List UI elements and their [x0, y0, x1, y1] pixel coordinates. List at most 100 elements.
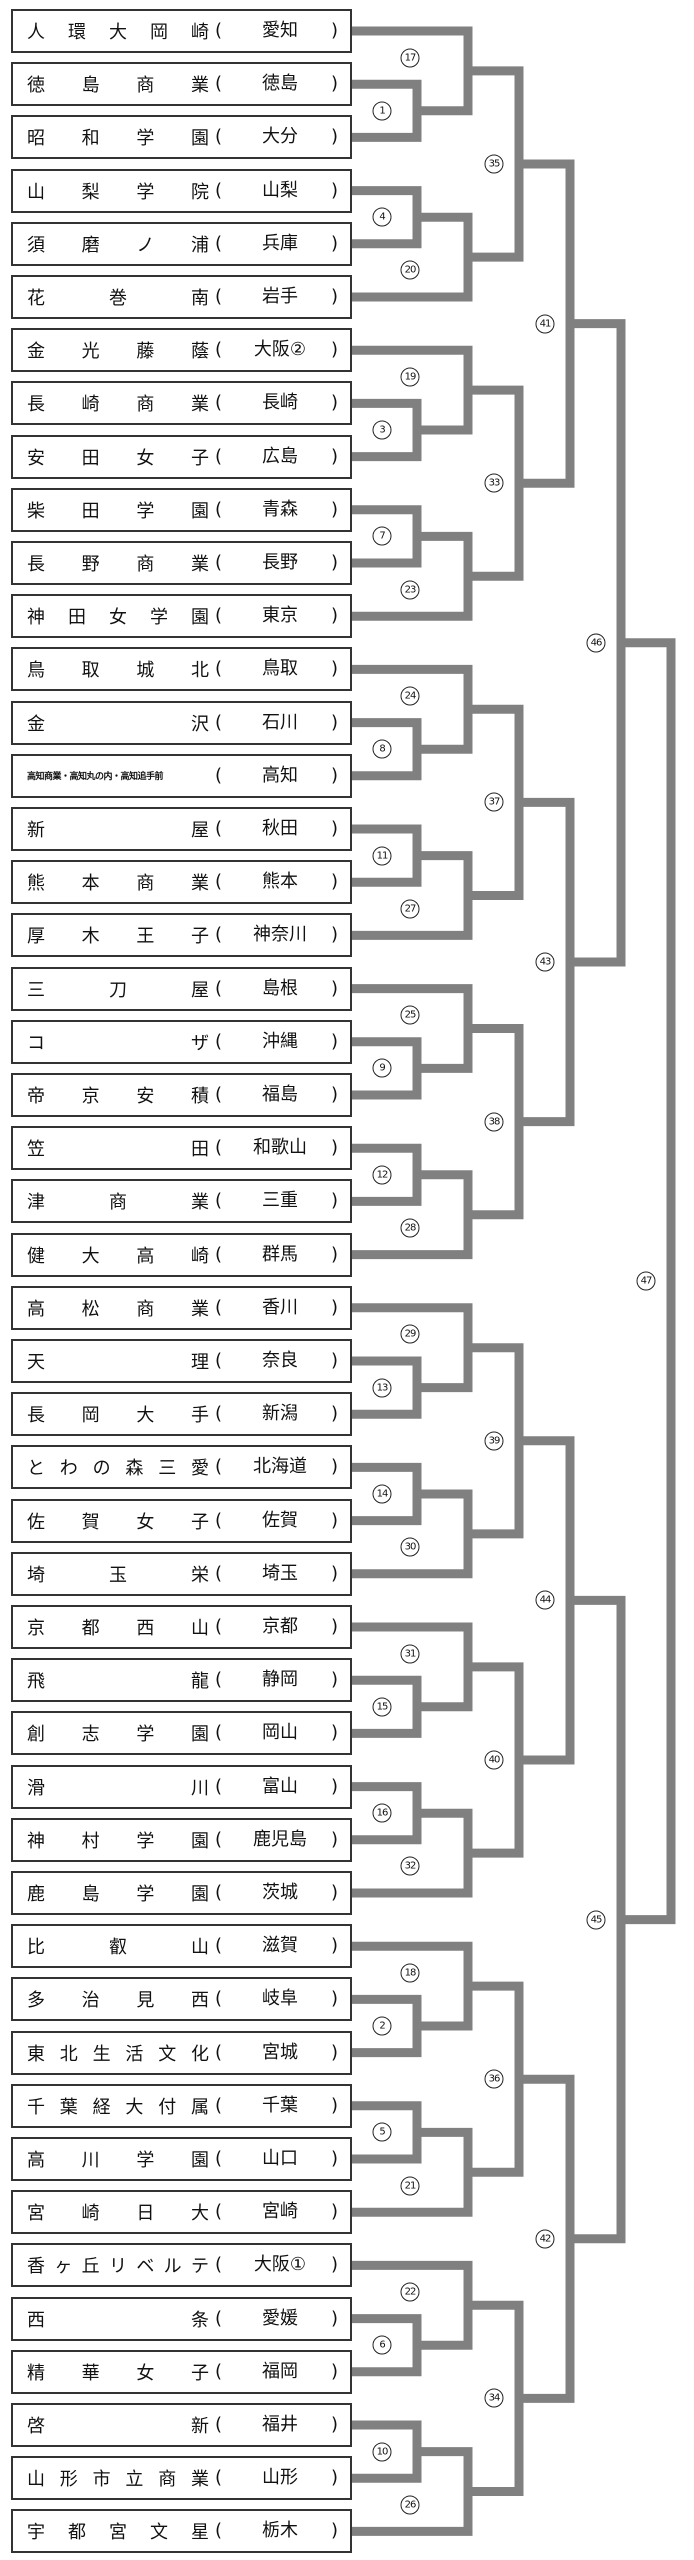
team-entry: 花巻南(岩手) [11, 275, 352, 319]
open-paren: ( [215, 1616, 223, 1637]
team-prefecture: 青森 [262, 498, 298, 520]
bracket-line-round2 [352, 2447, 473, 2536]
match-number-label: 29 [400, 1324, 420, 1344]
match-number-label: 39 [484, 1431, 504, 1451]
team-prefecture: 広島 [262, 445, 298, 467]
team-name: 長岡大手 [27, 1405, 209, 1427]
team-name: とわの森三愛 [27, 1458, 209, 1480]
bracket-line-round2 [352, 851, 473, 940]
team-prefecture: 埼玉 [262, 1562, 298, 1584]
team-name: 京都西山 [27, 1618, 209, 1639]
close-paren: ) [331, 392, 339, 414]
open-paren: ( [215, 498, 223, 520]
close-paren: ) [331, 977, 339, 999]
close-paren: ) [331, 2307, 339, 2329]
team-prefecture: 福岡 [262, 2360, 298, 2382]
close-paren: ) [331, 1722, 339, 1744]
match-number-label: 16 [372, 1803, 392, 1823]
open-paren: ( [215, 1350, 223, 1371]
close-paren: ) [331, 498, 339, 520]
match-number-label: 20 [400, 260, 420, 280]
open-paren: ( [215, 711, 223, 733]
team-entry: 鹿島学園(茨城) [11, 1871, 352, 1915]
team-name: 宮崎日大 [27, 2203, 209, 2225]
open-paren: ( [215, 2520, 223, 2542]
team-entry: 佐賀女子(佐賀) [11, 1498, 352, 1543]
team-name: 人環大岡崎 [27, 22, 209, 43]
team-name: 山梨学院 [27, 181, 209, 203]
team-name: 新屋 [27, 820, 209, 841]
open-paren: ( [215, 658, 223, 680]
team-entry: 埼玉栄(埼玉) [11, 1551, 352, 1596]
team-name: 創志学園 [27, 1724, 209, 1746]
team-name: 高知商業・高知丸の内・高知追手前 [27, 772, 164, 783]
team-name: 神村学園 [27, 1830, 209, 1852]
team-prefecture: 神奈川 [253, 924, 307, 946]
match-number-label: 36 [484, 2069, 504, 2089]
close-paren: ) [331, 339, 339, 361]
bracket-line-round2 [352, 1622, 473, 1712]
team-name: 金沢 [27, 713, 209, 735]
open-paren: ( [215, 1296, 223, 1318]
match-number-label: 40 [484, 1750, 504, 1770]
team-entry: 帝京安積(福島) [11, 1073, 352, 1117]
team-prefecture: 大阪② [253, 339, 307, 361]
open-paren: ( [215, 1562, 223, 1584]
team-name: 西条 [27, 2309, 209, 2331]
team-prefecture: 宮崎 [262, 2201, 298, 2223]
open-paren: ( [215, 2467, 223, 2489]
team-name: 天理 [27, 1352, 209, 1373]
bracket-line-round2 [352, 2260, 473, 2350]
close-paren: ) [331, 711, 339, 733]
close-paren: ) [331, 2360, 339, 2382]
open-paren: ( [215, 1882, 223, 1903]
bracket-line-final [621, 638, 676, 1925]
team-name: コザ [27, 1032, 209, 1054]
team-entry: 鳥取城北(鳥取) [11, 647, 352, 692]
team-prefecture: 岐阜 [262, 1988, 298, 2010]
team-prefecture: 鹿児島 [253, 1828, 307, 1850]
close-paren: ) [331, 2201, 339, 2223]
team-prefecture: 長野 [262, 552, 298, 573]
close-paren: ) [331, 2148, 339, 2169]
team-prefecture: 熊本 [262, 871, 298, 893]
match-number-label: 2 [372, 2016, 392, 2036]
close-paren: ) [331, 2520, 339, 2542]
match-number-label: 37 [484, 792, 504, 812]
open-paren: ( [215, 1775, 223, 1797]
open-paren: ( [215, 445, 223, 467]
team-prefecture: 石川 [262, 711, 298, 733]
match-number-label: 9 [372, 1058, 392, 1078]
team-entry: 神村学園(鹿児島) [11, 1817, 352, 1862]
close-paren: ) [331, 73, 339, 95]
bracket-line-round2 [352, 1808, 473, 1898]
team-prefecture: 福島 [262, 1084, 298, 1105]
team-name: 金光藤蔭 [27, 341, 209, 363]
match-number-label: 35 [484, 154, 504, 174]
team-prefecture: 沖縄 [262, 1030, 298, 1052]
team-name: 徳島商業 [27, 75, 209, 97]
team-prefecture: 鳥取 [262, 658, 298, 680]
team-prefecture: 静岡 [262, 1669, 298, 1691]
close-paren: ) [331, 1828, 339, 1850]
close-paren: ) [331, 20, 339, 41]
open-paren: ( [215, 1403, 223, 1425]
team-prefecture: 島根 [262, 977, 298, 999]
bracket-line-round2 [352, 345, 473, 435]
team-name: 東北生活文化 [27, 2043, 209, 2065]
team-name: 香ヶ丘リベルテ [27, 2256, 209, 2278]
team-prefecture: 長崎 [262, 392, 298, 414]
team-entry: 長崎商業(長崎) [11, 381, 352, 426]
match-number-label: 46 [586, 633, 606, 653]
open-paren: ( [215, 1669, 223, 1691]
match-number-label: 27 [400, 899, 420, 919]
match-number-label: 28 [400, 1218, 420, 1238]
open-paren: ( [215, 1137, 223, 1159]
close-paren: ) [331, 1509, 339, 1531]
match-number-label: 3 [372, 420, 392, 440]
bracket-line-round2 [352, 984, 473, 1073]
open-paren: ( [215, 2254, 223, 2276]
match-number-label: 26 [400, 2495, 420, 2515]
open-paren: ( [215, 2307, 223, 2329]
team-prefecture: 奈良 [262, 1350, 298, 1371]
